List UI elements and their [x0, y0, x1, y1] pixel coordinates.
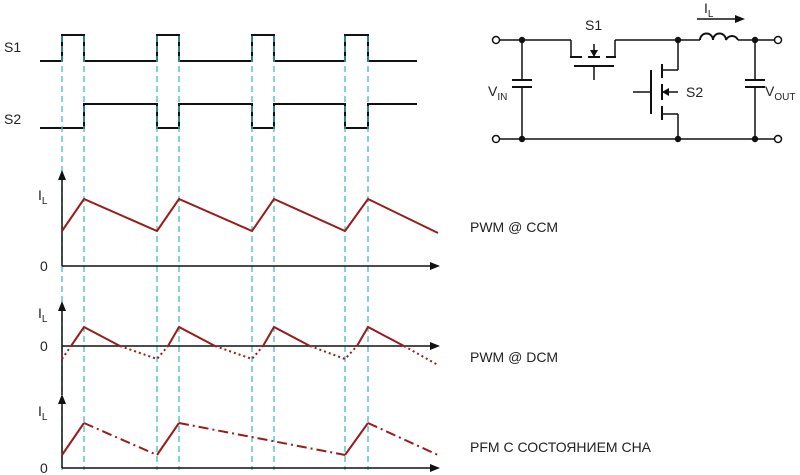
il-label: IL: [704, 0, 714, 20]
pfm-current-solid: [61, 422, 85, 456]
s1-high-side-switch: [570, 40, 616, 80]
inductor: [699, 32, 739, 41]
pfm-current-dashdot: [367, 422, 439, 456]
pfm-current-solid: [344, 422, 369, 456]
vout-label: VOUT: [765, 83, 795, 103]
s2-low-side-switch: [633, 40, 679, 139]
pfm-current-solid: [156, 422, 180, 456]
ccm-mode-label: PWM @ CCM: [470, 219, 558, 235]
pfm-zero-label: 0: [40, 460, 48, 475]
dcm-current-dotted: [119, 345, 169, 361]
dcm-current-dotted: [61, 345, 72, 360]
ccm-inductor-current: [61, 197, 439, 234]
dcm-plot: IL 0 PWM @ DCM: [38, 301, 558, 395]
il-arrow-head: [735, 15, 745, 23]
dcm-inductor-current: [61, 325, 439, 366]
dcm-mode-label: PWM @ DCM: [470, 349, 558, 365]
s1-signal-label: S1: [4, 39, 21, 55]
s1-switch-label: S1: [585, 17, 602, 33]
s1-waveform: [40, 34, 417, 62]
vin-minus-terminal: [491, 134, 501, 144]
pfm-mode-label: PFM С СОСТОЯНИЕМ СНА: [470, 439, 652, 455]
pfm-x-arrow: [430, 464, 440, 472]
ccm-plot: IL 0 PWM @ CCM: [38, 170, 558, 274]
dcm-current-dotted: [309, 345, 358, 361]
dcm-current-dotted: [214, 345, 264, 361]
pfm-inductor-current: [61, 422, 439, 456]
timing-guides: [61, 36, 369, 470]
dcm-zero-label: 0: [40, 338, 48, 354]
ccm-y-label: IL: [38, 187, 48, 207]
dcm-current-solid: [262, 325, 311, 347]
s2-switch-label: S2: [686, 84, 703, 100]
pfm-y-label: IL: [38, 403, 48, 423]
s2-signal-label: S2: [4, 111, 21, 127]
dcm-current-dotted: [403, 345, 439, 366]
switch-signals: S1 S2: [4, 34, 417, 129]
vout-minus-terminal: [773, 134, 783, 144]
pfm-plot: IL 0 PFM С СОСТОЯНИЕМ СНА: [38, 394, 652, 475]
vin-plus-terminal: [491, 35, 501, 45]
s2-waveform: [40, 103, 417, 129]
dcm-x-arrow: [430, 342, 440, 350]
dcm-current-solid: [167, 325, 216, 347]
output-capacitor: [745, 40, 765, 139]
pfm-y-arrow: [58, 394, 66, 404]
input-capacitor: [512, 40, 532, 139]
dcm-y-label: IL: [38, 305, 48, 325]
vout-plus-terminal: [773, 35, 783, 45]
ccm-y-arrow: [58, 170, 66, 180]
dcm-y-arrow: [58, 301, 66, 311]
buck-converter-schematic: VIN S1 IL: [488, 0, 795, 144]
dcm-current-solid: [70, 325, 121, 347]
ccm-zero-label: 0: [40, 258, 48, 274]
vin-label: VIN: [488, 83, 507, 103]
pfm-current-dashdot: [178, 422, 346, 456]
pfm-current-dashdot: [83, 422, 158, 456]
ccm-x-arrow: [430, 262, 440, 270]
dcm-current-solid: [356, 325, 405, 347]
